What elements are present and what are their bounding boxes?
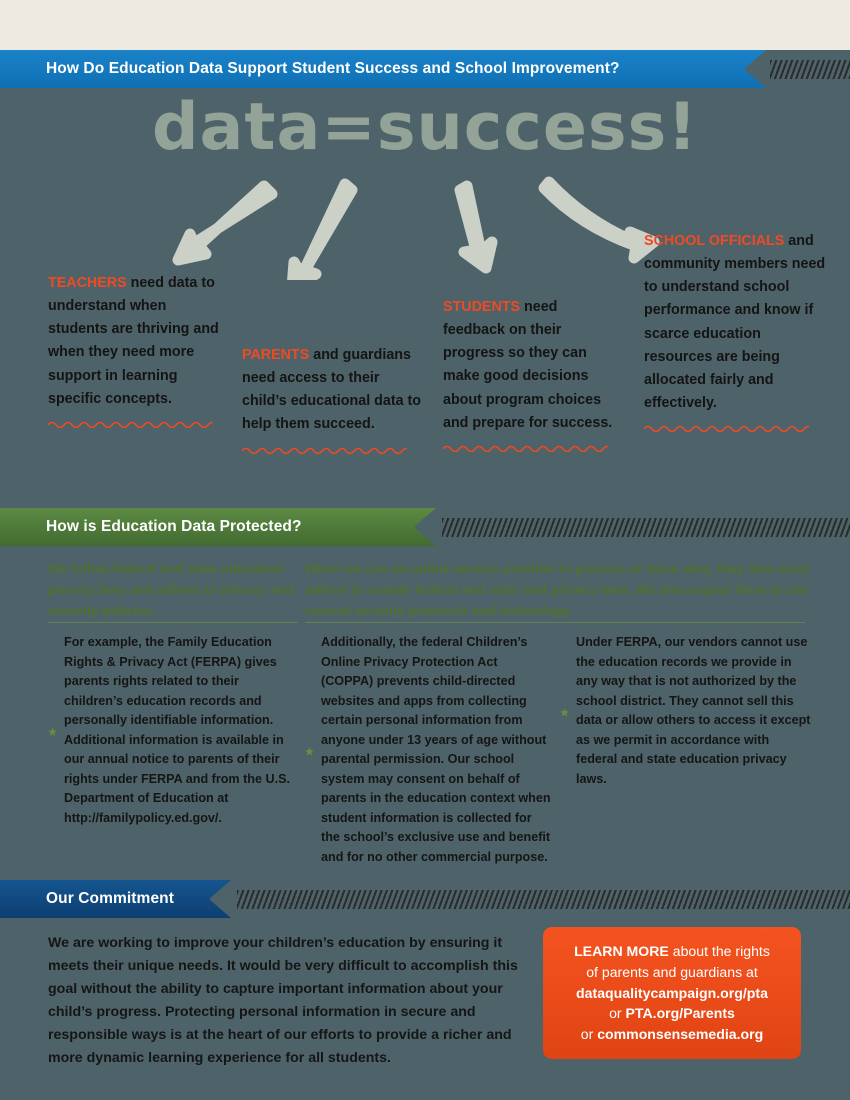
protection-bullet-1: For example, the Family Education Rights… bbox=[48, 633, 293, 828]
intro-divider-1 bbox=[48, 622, 298, 623]
audience-block-parents: PARENTS and guardians need access to the… bbox=[242, 344, 422, 454]
hero-title: data=success! bbox=[152, 90, 698, 165]
learn-more-or-1: or bbox=[609, 1005, 626, 1022]
audience-tag: TEACHERS bbox=[48, 275, 127, 291]
audience-tag: STUDENTS bbox=[443, 299, 521, 315]
protection-banner-hatch bbox=[442, 517, 850, 537]
squiggle-underline-icon bbox=[242, 447, 407, 454]
leaf-bullet-icon bbox=[305, 747, 314, 756]
bullet-text: For example, the Family Education Rights… bbox=[64, 635, 290, 825]
protection-banner-bar: How is Education Data Protected? bbox=[0, 508, 415, 546]
audience-block-students: STUDENTS need feedback on their progress… bbox=[443, 296, 623, 452]
leaf-bullet-icon bbox=[48, 727, 57, 736]
bullet-text: Under FERPA, our vendors cannot use the … bbox=[576, 635, 811, 786]
learn-more-url-3[interactable]: commonsensemedia.org bbox=[597, 1026, 764, 1043]
learn-more-line1: about the rights bbox=[668, 943, 770, 960]
squiggle-underline-icon bbox=[443, 445, 608, 452]
audience-text: and guardians need access to their child… bbox=[242, 347, 422, 433]
learn-more-url-2[interactable]: PTA.org/Parents bbox=[625, 1005, 735, 1022]
audience-text: and community members need to understand… bbox=[644, 233, 826, 412]
audience-tag: PARENTS bbox=[242, 347, 310, 363]
header-banner-notch bbox=[744, 50, 766, 88]
protection-banner: How is Education Data Protected? bbox=[0, 508, 850, 546]
protection-intro-2: When we use an online service provider t… bbox=[305, 561, 810, 619]
audience-block-school-officials: SCHOOL OFFICIALS and community members n… bbox=[644, 230, 830, 433]
audience-tag: SCHOOL OFFICIALS bbox=[644, 233, 785, 249]
audience-text: need feedback on their progress so they … bbox=[443, 299, 613, 431]
arrow-down-left-icon bbox=[172, 180, 278, 266]
protection-banner-notch bbox=[414, 508, 436, 546]
learn-more-lead: LEARN MORE bbox=[574, 943, 669, 960]
learn-more-box[interactable]: LEARN MORE about the rights of parents a… bbox=[543, 927, 801, 1059]
hero-arrows bbox=[172, 176, 660, 280]
arrow-down-icon bbox=[287, 178, 358, 280]
commitment-banner-title: Our Commitment bbox=[46, 890, 174, 907]
commitment-banner-hatch bbox=[237, 889, 850, 909]
commitment-banner-bar: Our Commitment bbox=[0, 880, 210, 918]
protection-bullet-2: Additionally, the federal Children’s Onl… bbox=[305, 633, 553, 867]
arrow-down-2-icon bbox=[454, 180, 498, 274]
protection-banner-title: How is Education Data Protected? bbox=[46, 518, 302, 535]
learn-more-or-2: or bbox=[580, 1026, 598, 1043]
audience-text: need data to understand when students ar… bbox=[48, 275, 219, 407]
protection-bullet-3: Under FERPA, our vendors cannot use the … bbox=[560, 633, 812, 789]
commitment-banner: Our Commitment bbox=[0, 880, 850, 918]
page-title: How Do Education Data Support Student Su… bbox=[46, 60, 620, 77]
header-banner-hatch bbox=[770, 59, 850, 79]
learn-more-url-1[interactable]: dataqualitycampaign.org/pta bbox=[576, 984, 768, 1001]
leaf-bullet-icon bbox=[560, 708, 569, 717]
arrow-down-right-icon bbox=[538, 176, 660, 264]
commitment-body: We are working to improve your children’… bbox=[48, 935, 518, 1066]
header-banner-bar: How Do Education Data Support Student Su… bbox=[0, 50, 745, 88]
squiggle-underline-icon bbox=[644, 425, 809, 433]
commitment-banner-notch bbox=[209, 880, 231, 918]
bullet-text: Additionally, the federal Children’s Onl… bbox=[321, 635, 551, 864]
protection-intro-1: We follow federal and state education pr… bbox=[48, 561, 294, 619]
top-margin-strip bbox=[0, 0, 850, 50]
learn-more-line2: of parents and guardians at bbox=[586, 963, 758, 980]
audience-block-teachers: TEACHERS need data to understand when st… bbox=[48, 272, 228, 428]
header-banner: How Do Education Data Support Student Su… bbox=[0, 50, 850, 88]
intro-divider-2 bbox=[305, 622, 805, 623]
squiggle-underline-icon bbox=[48, 421, 213, 428]
